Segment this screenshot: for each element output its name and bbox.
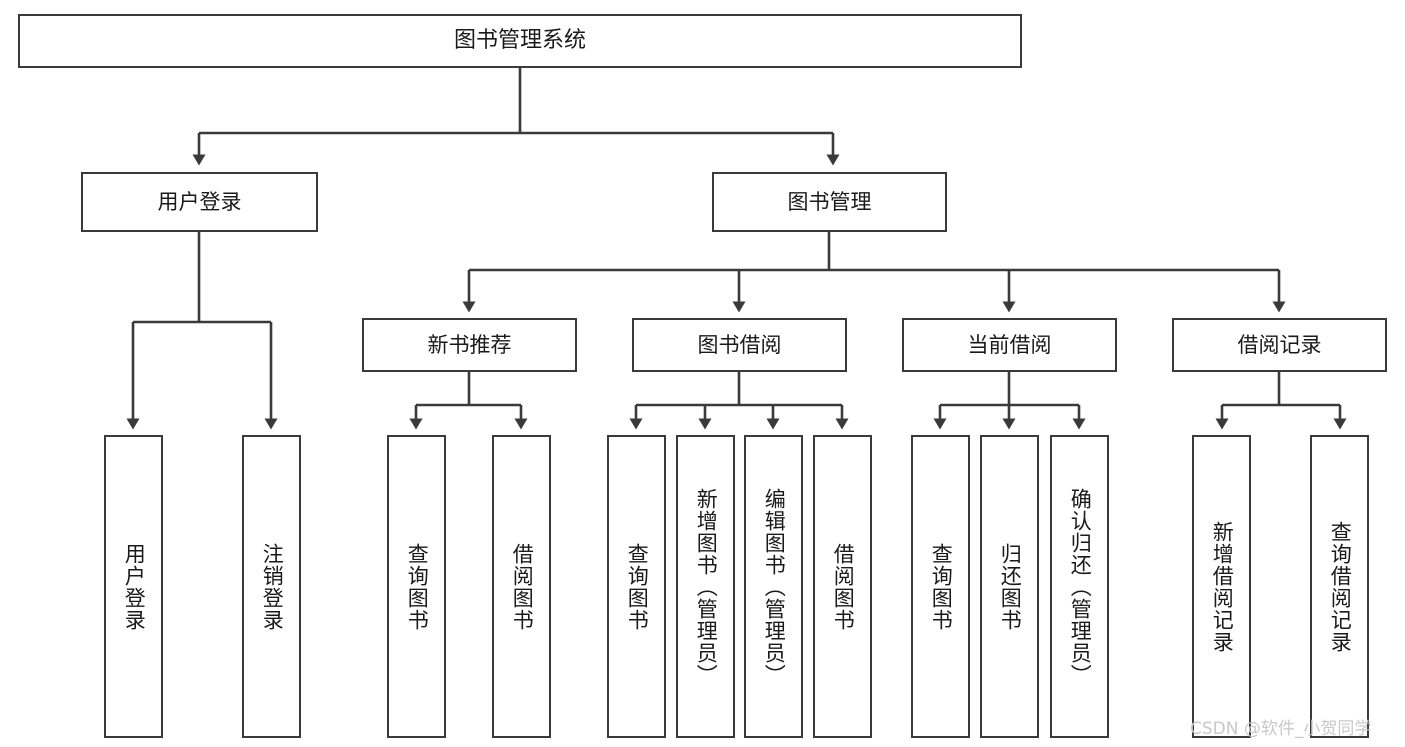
node-new-book-recommend-label: 新书推荐 [427,332,512,357]
node-leaf-borrow-query-book-label: 查询图书 [625,542,650,631]
node-leaf-current-query-book-label: 查询图书 [929,542,954,631]
node-user-login-label: 用户登录 [157,189,242,214]
node-leaf-current-query-book[interactable]: 查询图书 [911,435,970,738]
node-leaf-borrow-borrow-book[interactable]: 借阅图书 [813,435,872,738]
node-book-manage-label: 图书管理 [787,189,872,214]
node-leaf-logout[interactable]: 注销登录 [242,435,301,738]
node-book-borrow-label: 图书借阅 [697,332,782,357]
node-leaf-borrow-add-book[interactable]: 新增图书（管理员） [676,435,735,738]
node-leaf-recommend-borrow-book-label: 借阅图书 [510,542,535,631]
node-leaf-record-query-label: 查询借阅记录 [1328,520,1353,653]
node-leaf-borrow-query-book[interactable]: 查询图书 [607,435,666,738]
node-leaf-borrow-edit-book-label: 编辑图书（管理员） [762,487,787,686]
node-leaf-recommend-query-book-label: 查询图书 [405,542,430,631]
node-leaf-current-confirm-return-label: 确认归还（管理员） [1068,487,1093,686]
node-leaf-logout-label: 注销登录 [260,542,285,631]
node-leaf-record-add[interactable]: 新增借阅记录 [1192,435,1251,738]
node-leaf-record-add-label: 新增借阅记录 [1210,520,1235,653]
csdn-watermark: CSDN @软件_小贺同学 [1190,719,1372,739]
node-leaf-user-login-label: 用户登录 [122,542,147,631]
node-current-borrow[interactable]: 当前借阅 [902,318,1117,372]
node-leaf-borrow-add-book-label: 新增图书（管理员） [694,487,719,686]
node-leaf-borrow-edit-book[interactable]: 编辑图书（管理员） [744,435,803,738]
node-borrow-record[interactable]: 借阅记录 [1172,318,1387,372]
node-leaf-recommend-borrow-book[interactable]: 借阅图书 [492,435,551,738]
node-root-system-label: 图书管理系统 [453,28,586,54]
node-book-manage[interactable]: 图书管理 [712,172,947,232]
node-user-login[interactable]: 用户登录 [81,172,318,232]
node-leaf-record-query[interactable]: 查询借阅记录 [1310,435,1369,738]
node-book-borrow[interactable]: 图书借阅 [632,318,847,372]
node-root-system[interactable]: 图书管理系统 [18,14,1022,68]
node-leaf-current-return-book-label: 归还图书 [998,542,1023,631]
node-leaf-current-confirm-return[interactable]: 确认归还（管理员） [1050,435,1109,738]
node-current-borrow-label: 当前借阅 [967,332,1052,357]
node-borrow-record-label: 借阅记录 [1237,332,1322,357]
node-leaf-current-return-book[interactable]: 归还图书 [980,435,1039,738]
node-leaf-recommend-query-book[interactable]: 查询图书 [387,435,446,738]
node-new-book-recommend[interactable]: 新书推荐 [362,318,577,372]
node-leaf-user-login[interactable]: 用户登录 [104,435,163,738]
node-leaf-borrow-borrow-book-label: 借阅图书 [831,542,856,631]
